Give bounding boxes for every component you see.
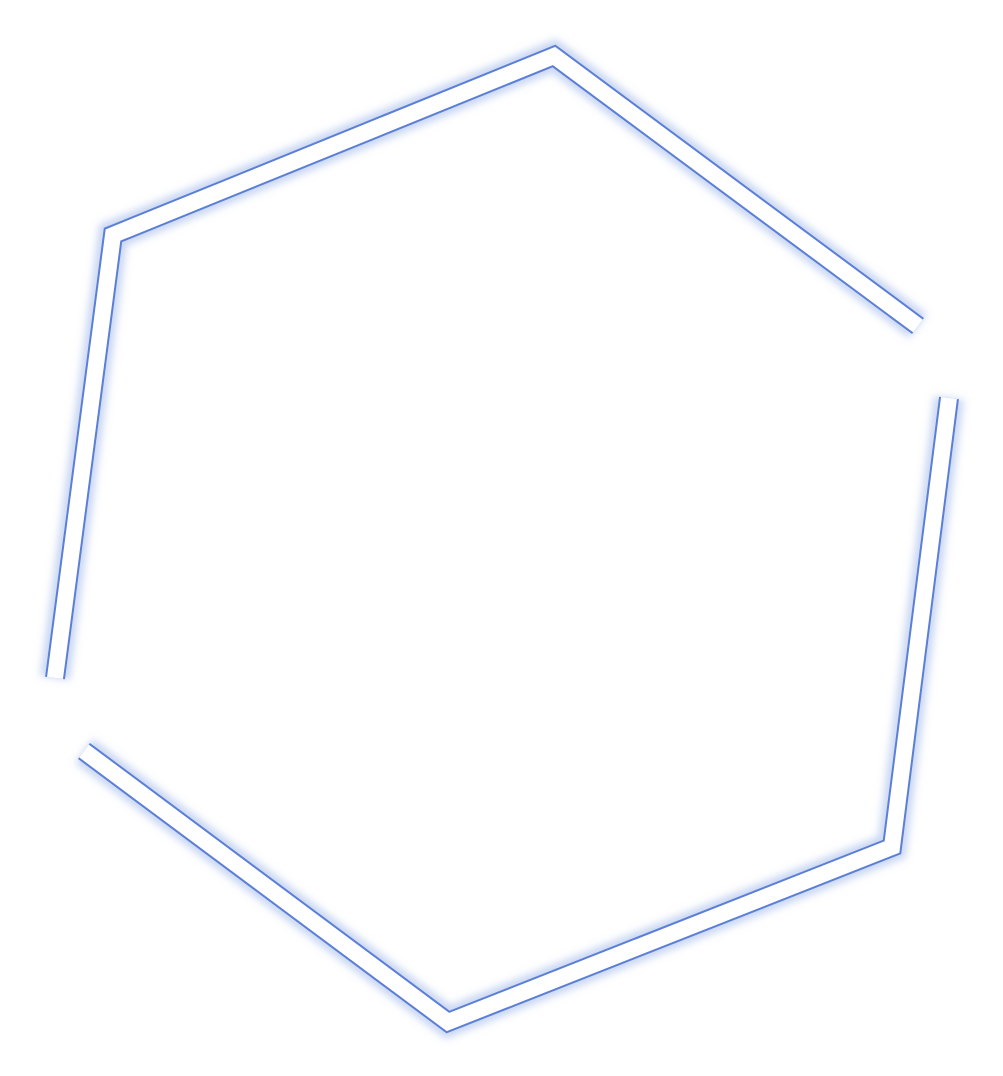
hexagon-segment-lower — [75, 396, 964, 1040]
hexagon-segment-upper — [40, 38, 927, 680]
